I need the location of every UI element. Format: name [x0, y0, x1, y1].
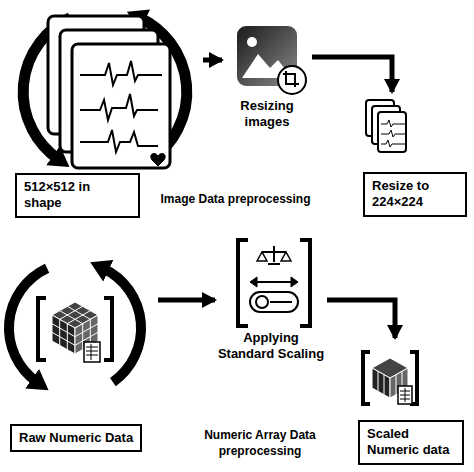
node-text: Resize to 224×224 [372, 178, 429, 209]
label-box: Scaled Numeric data [358, 420, 464, 465]
process-icon: Applying Standard Scaling [215, 232, 327, 374]
process-box: Scaled Numeric data [352, 338, 470, 467]
node-text: Raw Numeric Data [19, 430, 133, 445]
process-icon: Resizing images [222, 18, 312, 146]
node-text: 512×512 in shape [24, 179, 90, 210]
node-text: Applying Standard Scaling [218, 330, 324, 361]
icon-caption: Resizing images [222, 98, 312, 131]
process-box: Raw Numeric Data [6, 238, 158, 466]
node-text: Resizing images [240, 98, 293, 129]
icon-caption: Applying Standard Scaling [215, 330, 327, 363]
standard-scaling-icon [238, 240, 310, 326]
scaled-data-cube [363, 352, 417, 404]
label-box: Raw Numeric Data [10, 424, 142, 452]
flow-arrow [327, 300, 395, 338]
ecg-image-stack [48, 16, 170, 168]
process-box: 512×512 in shape [8, 2, 203, 220]
flow-arrow [312, 57, 392, 92]
section-label: Image Data preprocessing [158, 192, 313, 208]
process-box: Resize to 224×224 [355, 92, 472, 219]
cycle-arrows [9, 268, 141, 382]
label-box: Resize to 224×224 [363, 172, 467, 217]
section-label: Numeric Array Data preprocessing [190, 428, 330, 459]
image-resize-icon [237, 26, 306, 94]
data-cube [38, 298, 112, 362]
node-text: Scaled Numeric data [367, 426, 449, 457]
flow-arrow [203, 58, 222, 63]
flow-arrow [158, 298, 215, 303]
label-box: 512×512 in shape [15, 173, 140, 218]
resized-image-stack [366, 100, 406, 152]
